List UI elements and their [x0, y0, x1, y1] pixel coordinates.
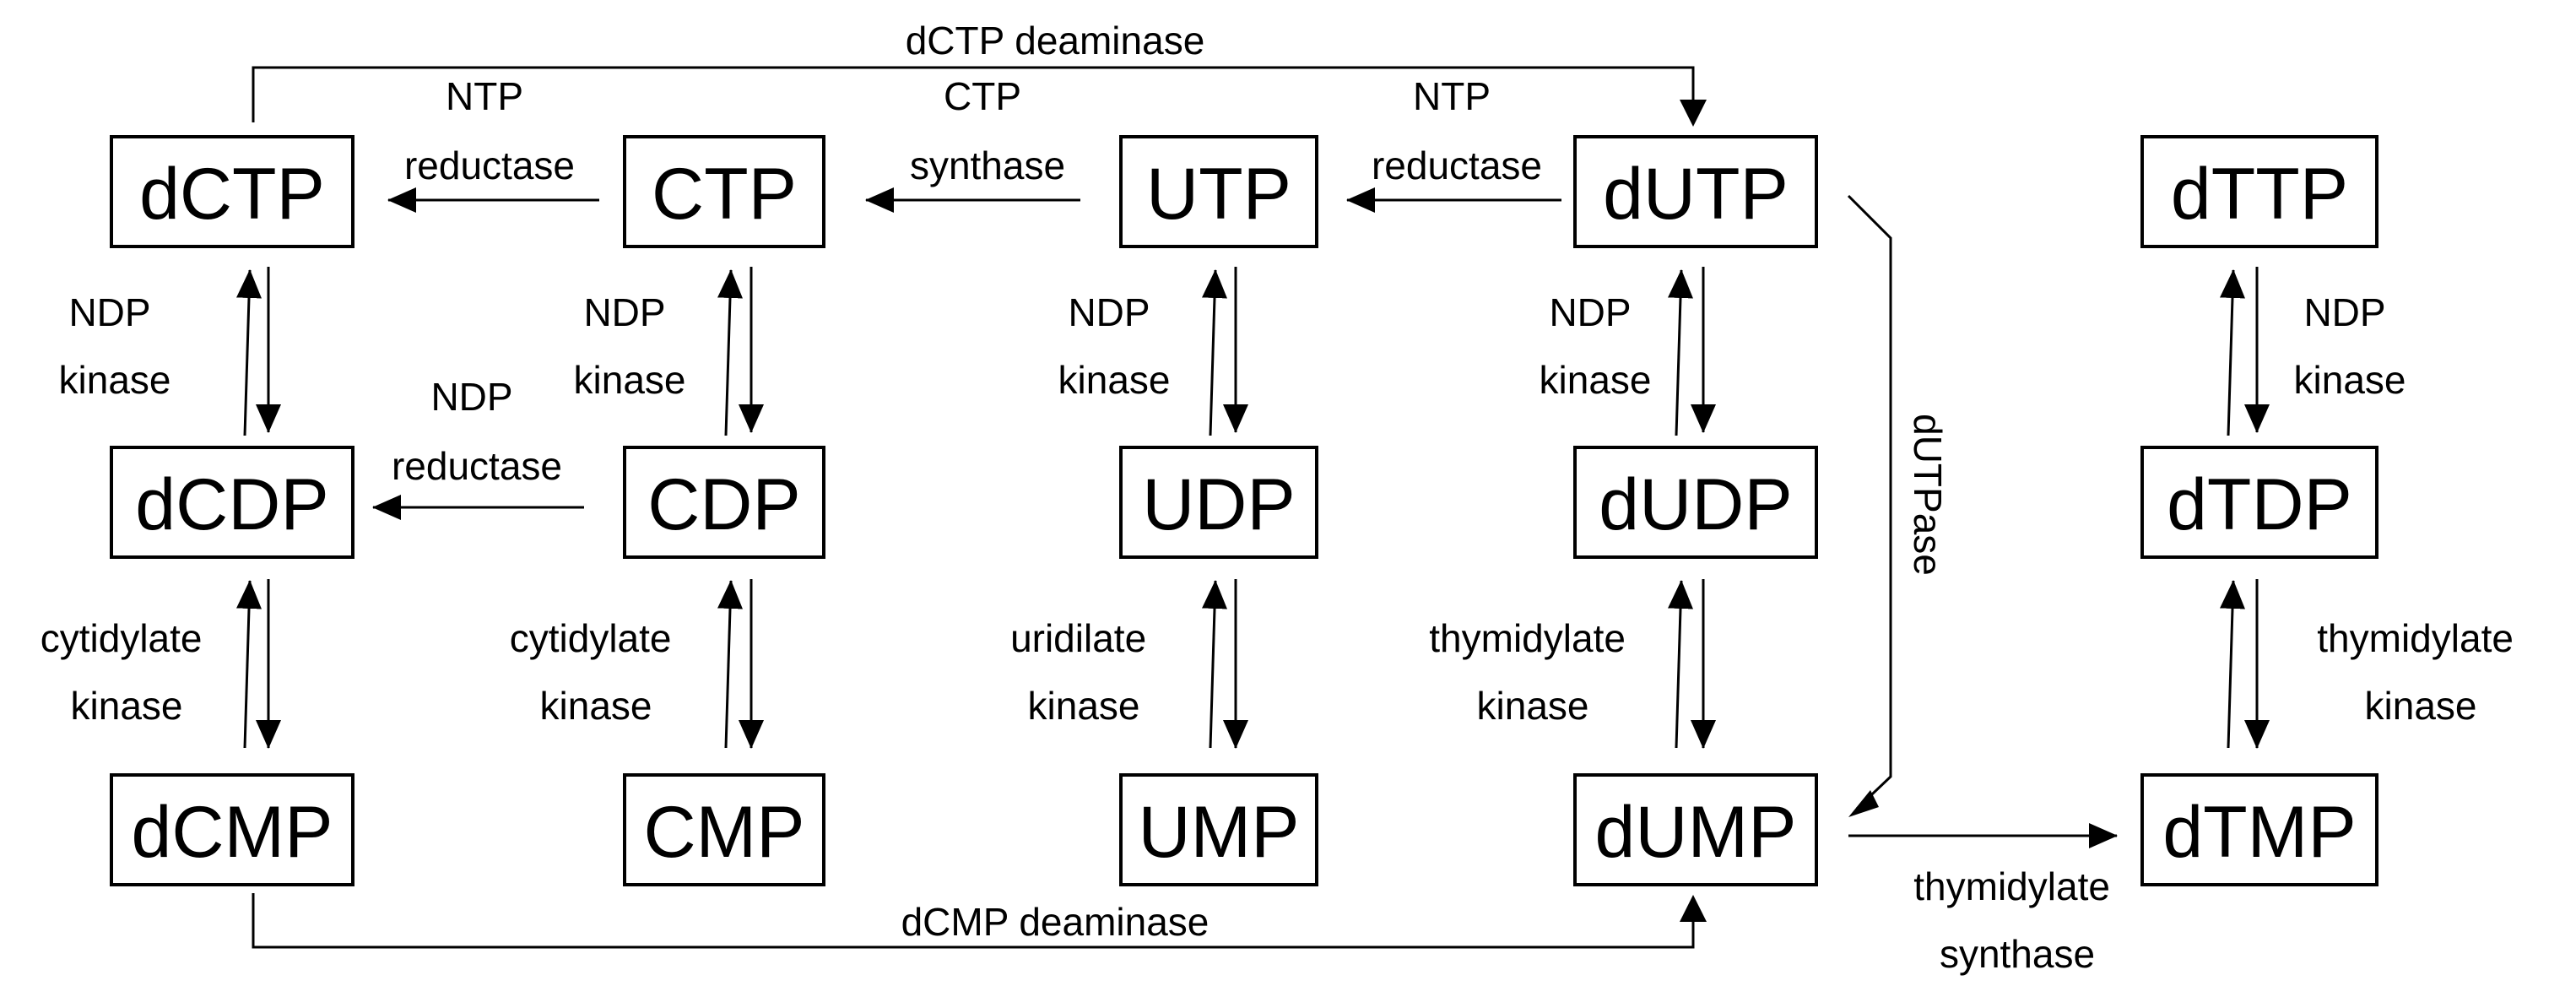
- arrow-dcmp-deaminase: [252, 893, 1695, 949]
- node-dutp: dUTP: [1573, 135, 1818, 248]
- label-cytidylate-kinase-c: cytidylate kinase: [510, 616, 683, 728]
- node-dcdp: dCDP: [110, 446, 354, 559]
- arrow-udp-to-utp: [1201, 269, 1227, 436]
- node-ump: UMP: [1119, 773, 1318, 886]
- svg-text:dTMP: dTMP: [2162, 792, 2356, 873]
- node-cmp: CMP: [623, 773, 825, 886]
- svg-text:dCTP: dCTP: [139, 154, 325, 235]
- label-ndp-kinase-dt: NDP kinase: [2294, 290, 2406, 402]
- node-dtmp: dTMP: [2140, 773, 2378, 886]
- label-ntp-reductase-2: NTP reductase: [1372, 74, 1542, 187]
- label-thymidylate-kinase-dt: thymidylate kinase: [2317, 616, 2524, 728]
- node-dttp: dTTP: [2140, 135, 2378, 248]
- node-dump: dUMP: [1573, 773, 1818, 886]
- svg-text:dCDP: dCDP: [135, 464, 328, 545]
- node-dudp: dUDP: [1573, 446, 1818, 559]
- node-utp: UTP: [1119, 135, 1318, 248]
- arrowhead-dctp-deaminase: [1680, 100, 1707, 127]
- arrow-dctp-deaminase: [252, 66, 1695, 122]
- svg-text:dUDP: dUDP: [1599, 464, 1792, 545]
- svg-text:dUTP: dUTP: [1603, 154, 1789, 235]
- arrow-cdp-to-ctp: [717, 269, 743, 436]
- label-thymidylate-kinase-du: thymidylate kinase: [1429, 616, 1636, 728]
- arrowhead-dcmp-deaminase: [1680, 895, 1707, 922]
- label-dctp-deaminase: dCTP deaminase: [906, 19, 1205, 62]
- svg-text:UTP: UTP: [1146, 154, 1291, 235]
- svg-text:dTDP: dTDP: [2167, 464, 2352, 545]
- arrow-dutpase: [1847, 194, 1892, 810]
- label-uridilate-kinase: uridilate kinase: [1010, 616, 1157, 728]
- svg-text:dUMP: dUMP: [1595, 792, 1797, 873]
- svg-text:UDP: UDP: [1142, 464, 1296, 545]
- node-dctp: dCTP: [110, 135, 354, 248]
- node-ctp: CTP: [623, 135, 825, 248]
- arrow-dcdp-to-dctp: [235, 269, 262, 436]
- label-ndp-kinase-dc: NDP kinase: [59, 290, 171, 402]
- arrow-ump-to-udp: [1202, 580, 1227, 749]
- label-thymidylate-synthase: thymidylate synthase: [1913, 864, 2120, 976]
- node-dtdp: dTDP: [2140, 446, 2378, 559]
- arrow-dtmp-to-dtdp: [2220, 580, 2245, 749]
- label-ntp-reductase-1: NTP reductase: [404, 74, 575, 187]
- svg-text:CMP: CMP: [643, 792, 804, 873]
- arrow-dtdp-to-dttp: [2219, 269, 2245, 436]
- svg-text:CTP: CTP: [652, 154, 797, 235]
- label-cytidylate-kinase-dc: cytidylate kinase: [41, 616, 214, 728]
- svg-text:dTTP: dTTP: [2171, 154, 2348, 235]
- node-udp: UDP: [1119, 446, 1318, 559]
- label-dcmp-deaminase: dCMP deaminase: [901, 900, 1210, 944]
- svg-text:CDP: CDP: [647, 464, 801, 545]
- arrow-dump-to-dudp: [1668, 580, 1693, 749]
- svg-text:dCMP: dCMP: [132, 792, 333, 873]
- arrow-dudp-to-dutp: [1667, 269, 1693, 436]
- arrow-cmp-to-cdp: [717, 580, 743, 749]
- label-ndp-kinase-c: NDP kinase: [574, 290, 686, 402]
- arrowhead-dutpase: [1848, 790, 1879, 817]
- label-ndp-kinase-du: NDP kinase: [1540, 290, 1652, 402]
- arrow-dcmp-to-dcdp: [236, 580, 262, 749]
- label-ndp-reductase: NDP reductase: [392, 375, 562, 488]
- label-dutpase: dUTPase: [1906, 414, 1950, 576]
- node-dcmp: dCMP: [110, 773, 354, 886]
- label-ndp-kinase-u: NDP kinase: [1058, 290, 1171, 402]
- label-ctp-synthase: CTP synthase: [910, 74, 1065, 187]
- svg-text:UMP: UMP: [1138, 792, 1299, 873]
- node-cdp: CDP: [623, 446, 825, 559]
